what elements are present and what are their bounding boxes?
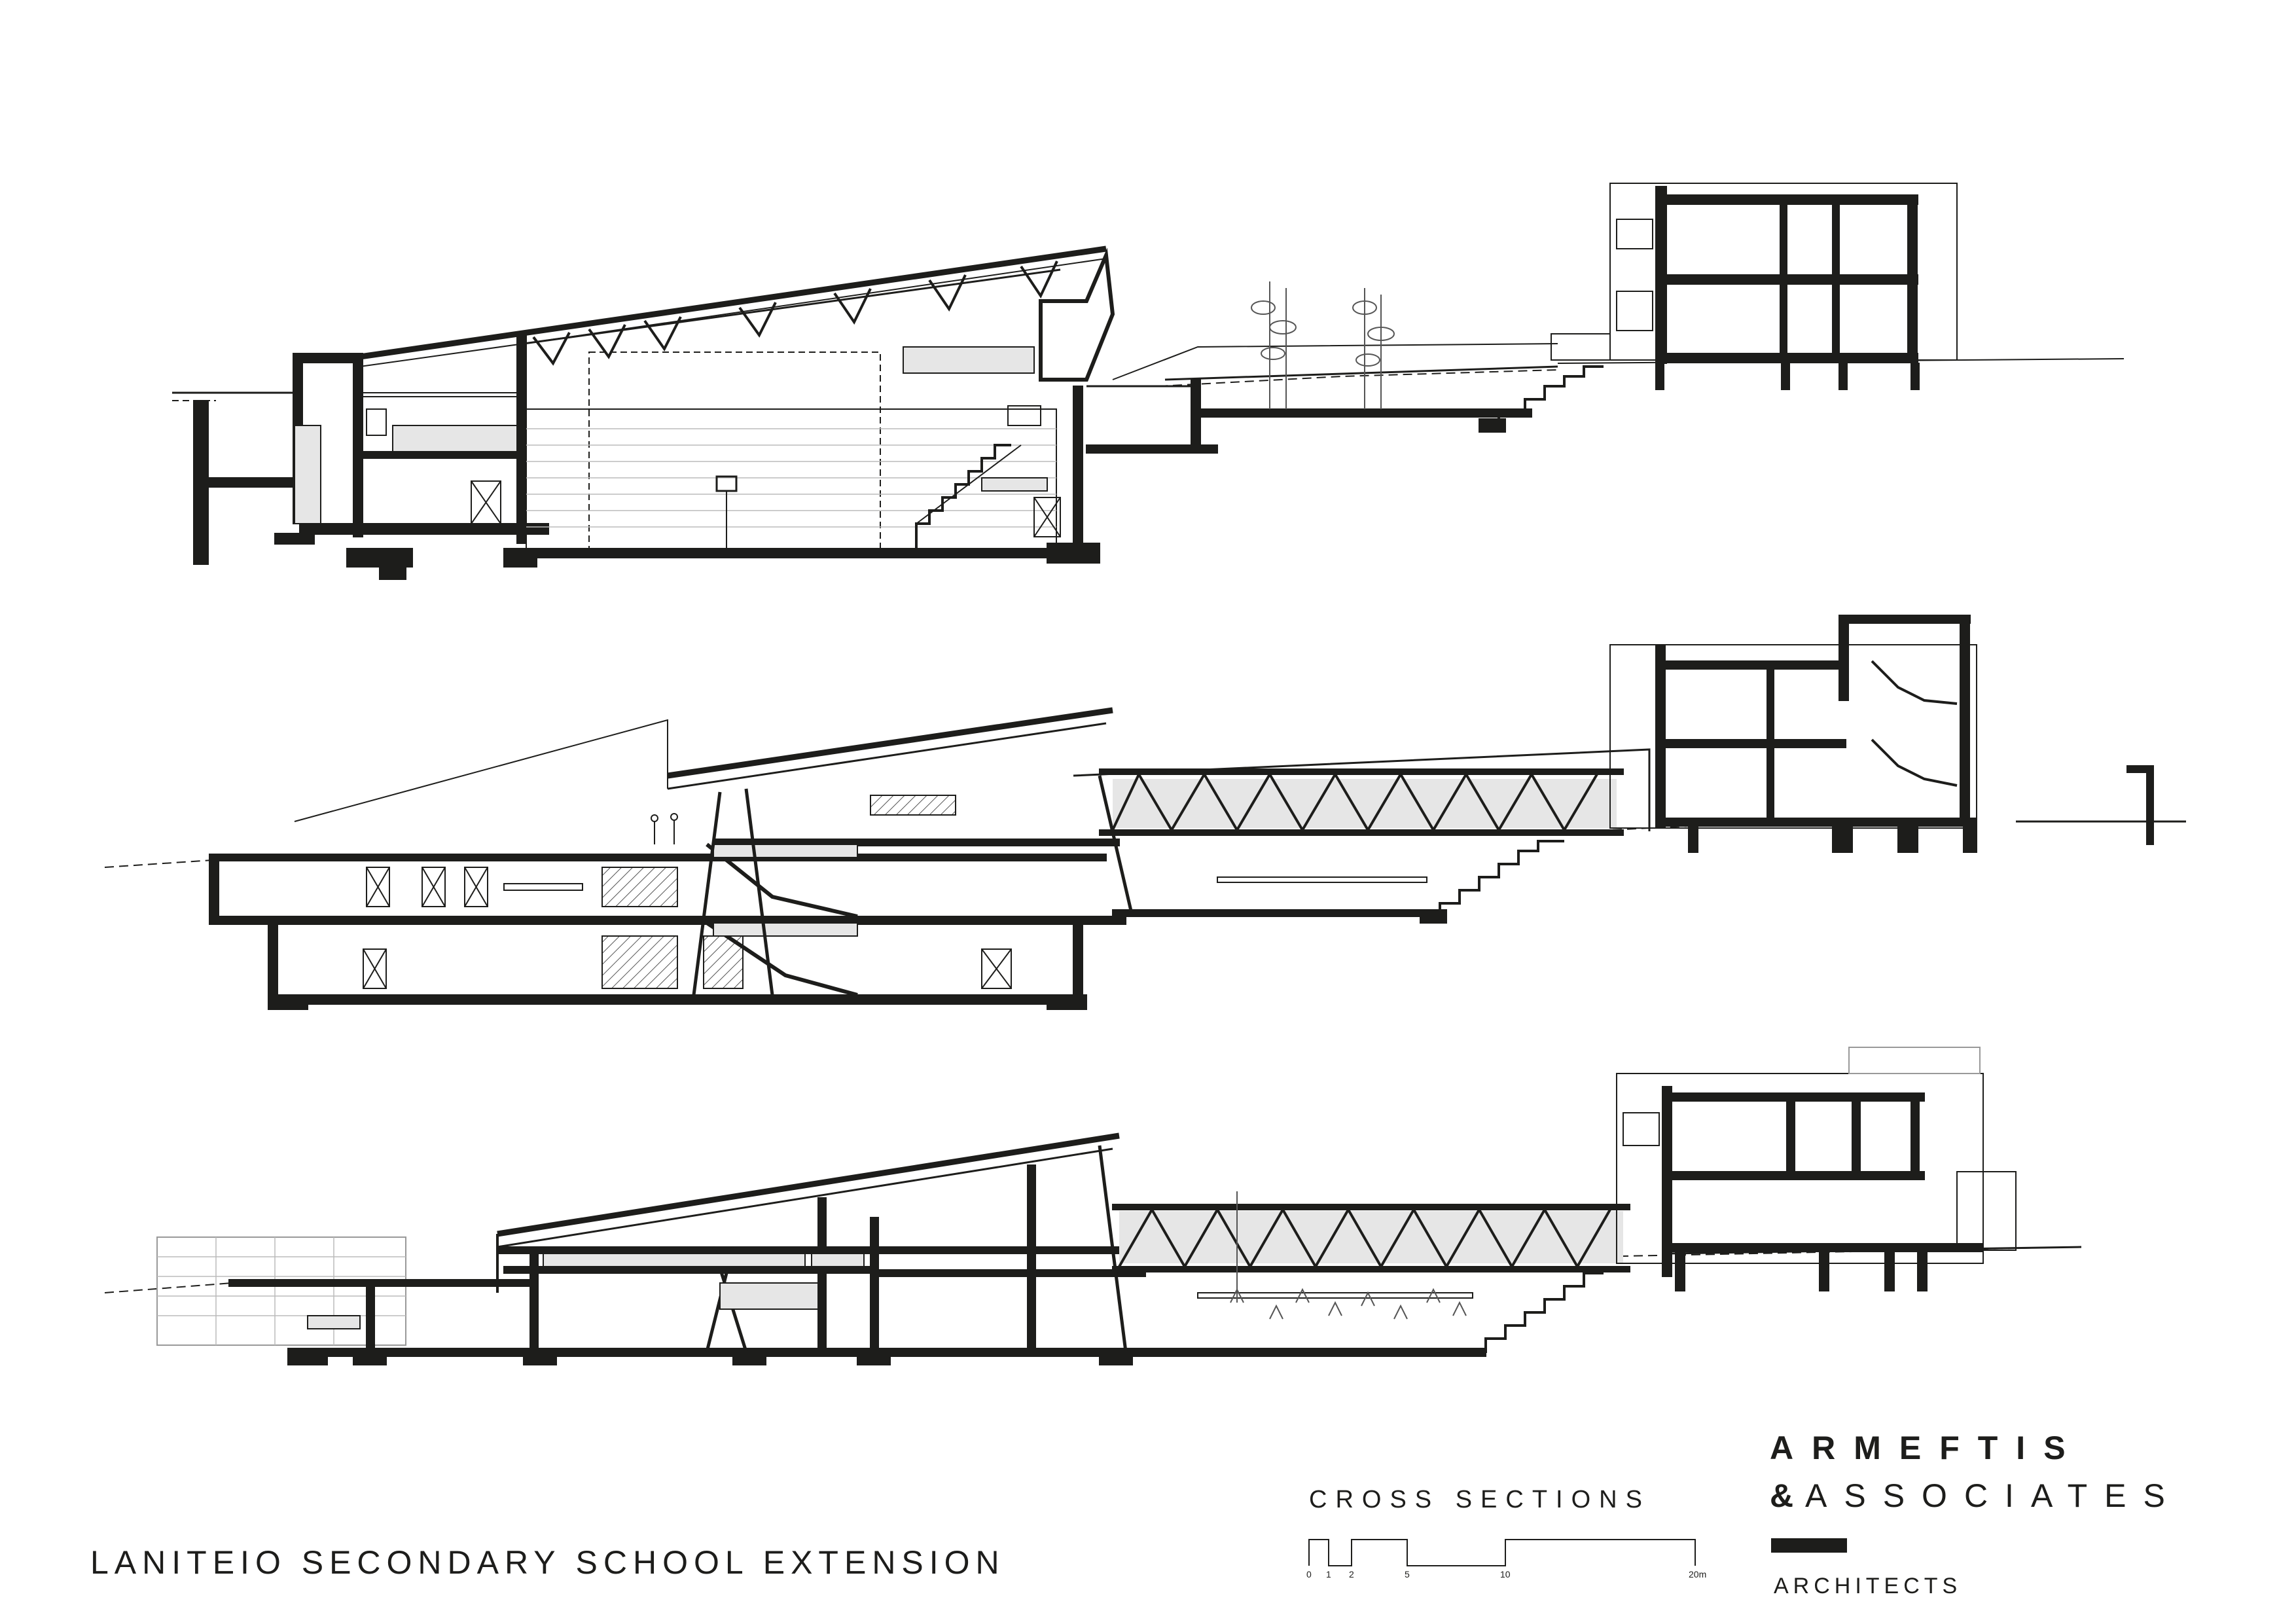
drawing-title: CROSS SECTIONS	[1309, 1486, 1651, 1513]
section-2	[104, 615, 2186, 1010]
scale-label-5: 5	[1405, 1569, 1410, 1579]
firm-ampersand: &	[1770, 1477, 1794, 1514]
scale-label-10: 10	[1500, 1569, 1511, 1579]
scale-label-1: 1	[1326, 1569, 1331, 1579]
scale-bar	[1308, 1539, 1696, 1566]
scale-label-2: 2	[1349, 1569, 1354, 1579]
firm-associates: ASSOCIATES	[1805, 1477, 2182, 1514]
firm-role: ARCHITECTS	[1774, 1574, 1962, 1598]
scale-label-0: 0	[1306, 1569, 1312, 1579]
firm-logo-bar	[1771, 1538, 1847, 1553]
scale-label-20m: 20m	[1689, 1569, 1707, 1579]
firm-name: ARMEFTIS	[1770, 1430, 2084, 1466]
section-3	[104, 1047, 2082, 1365]
project-title: LANITEIO SECONDARY SCHOOL EXTENSION	[90, 1544, 1005, 1581]
section-1	[172, 183, 2125, 580]
